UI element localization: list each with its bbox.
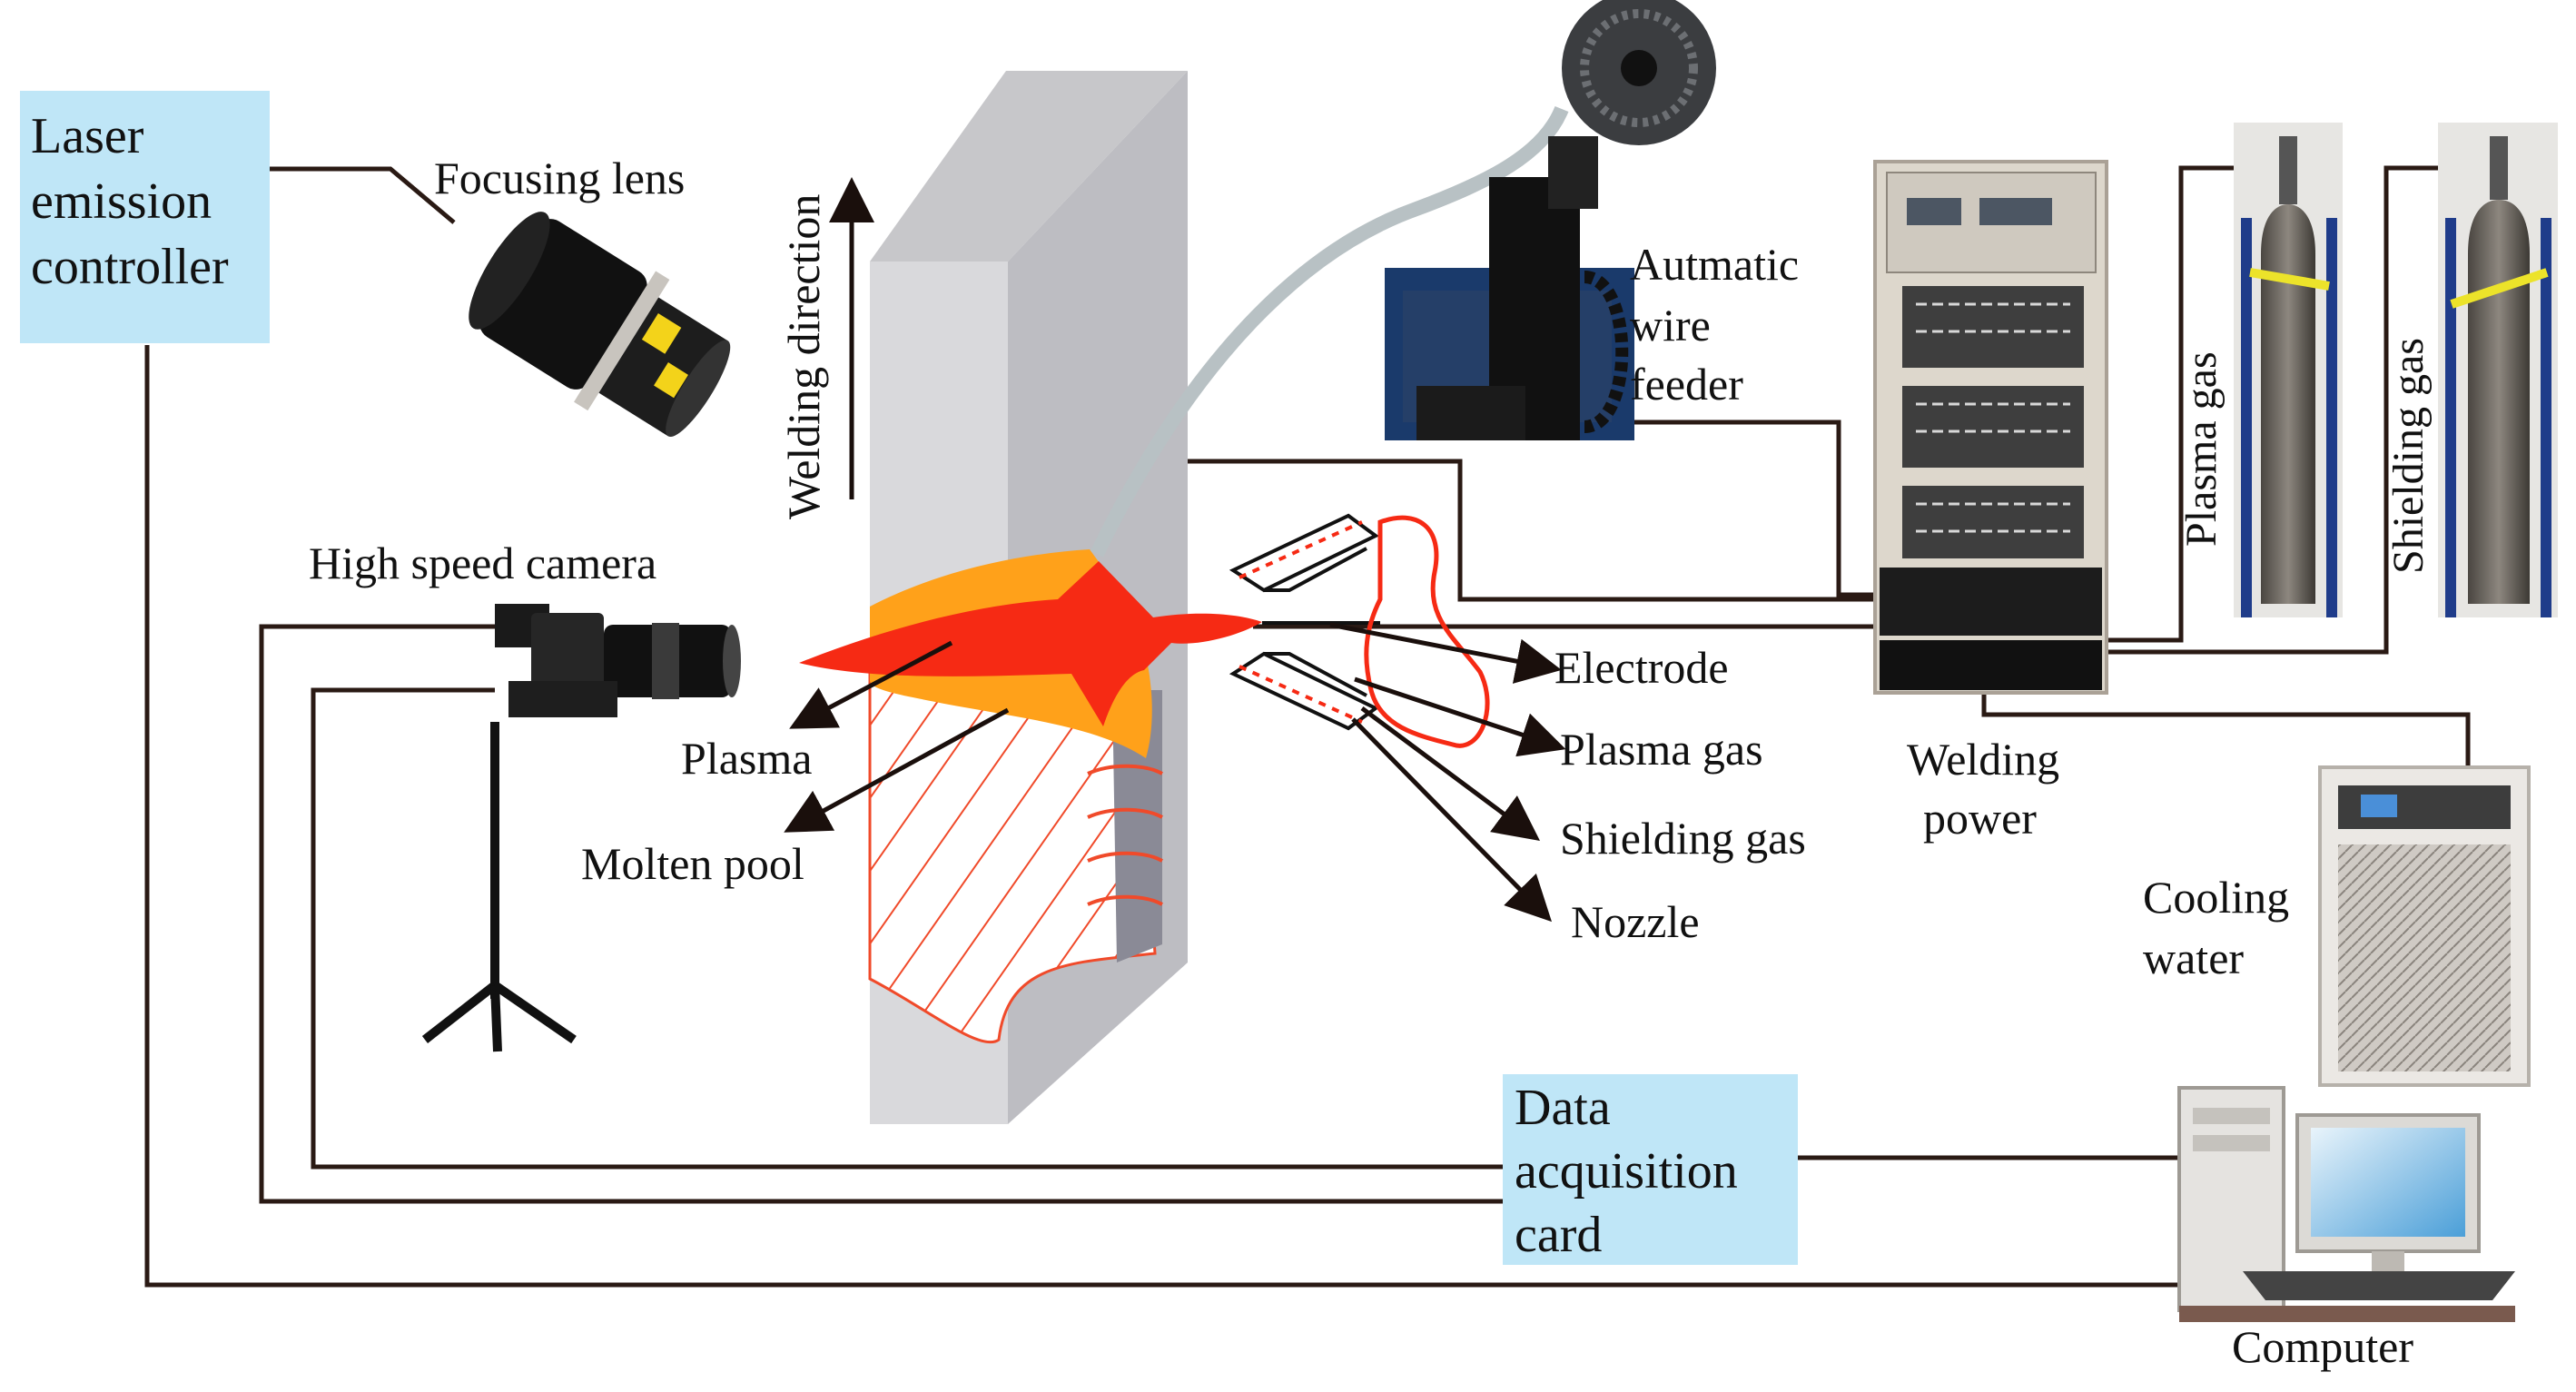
plasma-gas-label: Plasma gas <box>1560 724 1763 775</box>
svg-text:Cooling water: Cooling water <box>2143 872 2301 983</box>
plasma-gas-cylinder-label: Plasma gas <box>2177 351 2226 547</box>
laser-controller-line3: controller <box>31 239 229 295</box>
feeder-machine-icon <box>1385 136 1634 440</box>
nozzle-lower-wall <box>1229 651 1379 731</box>
computer: Computer <box>2177 1086 2515 1372</box>
torch-nozzle: Electrode Plasma gas Shielding gas Nozzl… <box>1229 513 1806 947</box>
shielding-gas-cylinder-label: Shielding gas <box>2384 338 2433 574</box>
electrode-label: Electrode <box>1554 642 1729 693</box>
svg-text:Laser emission con: Laser emission controller <box>31 108 229 295</box>
data-acquisition-line3: card <box>1515 1207 1602 1263</box>
lens-icon <box>469 212 731 438</box>
tripod-icon <box>421 722 577 1052</box>
cylinder-icon <box>2261 204 2315 604</box>
wire-laser-lens <box>268 166 456 224</box>
cooling-water-line1: Cooling <box>2143 872 2289 923</box>
laser-controller: Laser emission controller <box>20 91 270 343</box>
camera-icon <box>495 604 741 717</box>
data-acquisition-card: Data acquisition card <box>1503 1074 1798 1265</box>
focusing-lens-label: Focusing lens <box>434 153 685 203</box>
svg-text:Data acquisition c: Data acquisition card <box>1515 1080 1751 1263</box>
nozzle-upper-wall <box>1229 513 1379 593</box>
molten-pool-label: Molten pool <box>581 838 804 889</box>
data-acquisition-line2: acquisition <box>1515 1143 1738 1199</box>
wire-camera-daq-outer <box>259 624 1507 1204</box>
computer-label: Computer <box>2232 1321 2413 1372</box>
welding-direction: Welding direction <box>778 177 874 519</box>
data-acquisition-line1: Data <box>1515 1080 1611 1136</box>
welding-direction-label: Welding direction <box>778 194 829 519</box>
wire-power-cooling <box>1981 690 2471 767</box>
welding-power-line1: Welding <box>1907 734 2059 785</box>
wire-feeder-line1: Autmatic <box>1630 239 1799 290</box>
nozzle-outline <box>1364 515 1490 748</box>
laser-controller-line2: emission <box>31 173 212 230</box>
data-acquisition-box <box>1503 1074 1798 1265</box>
laser-controller-box <box>20 91 270 343</box>
shielding-gas-cylinder: Shielding gas <box>2384 123 2558 617</box>
nozzle-label: Nozzle <box>1571 896 1700 947</box>
cylinder-icon <box>2468 200 2530 604</box>
wire-power-plasma-cylinder <box>2107 165 2234 643</box>
feed-wire-tube <box>1090 105 1569 558</box>
svg-text:Welding power: Welding power <box>1907 734 2071 844</box>
laser-controller-line1: Laser <box>31 108 144 164</box>
high-speed-camera: High speed camera <box>309 538 741 1052</box>
cooling-water: Cooling water <box>2143 765 2531 1087</box>
plasma-label: Plasma <box>681 733 812 784</box>
flame-labels: Plasma Molten pool <box>581 640 1010 889</box>
connection-wires <box>144 165 2471 1288</box>
welding-power: Welding power <box>1873 160 2108 844</box>
svg-text:Autmatic wire feed: Autmatic wire feeder <box>1630 239 1811 410</box>
wire-camera-daq-inner <box>311 687 1507 1170</box>
wire-feeder-power <box>1625 420 1875 597</box>
wire-feeder-line3: feeder <box>1630 359 1743 410</box>
wire-workpiece-power <box>1188 459 1875 602</box>
plasma-flame <box>799 561 1262 726</box>
workpiece-top <box>870 71 1188 262</box>
focusing-lens: Focusing lens <box>434 153 731 438</box>
shielding-gas-label: Shielding gas <box>1560 813 1806 864</box>
high-speed-camera-label: High speed camera <box>309 538 656 588</box>
plasma-gas-cylinder: Plasma gas <box>2177 123 2343 617</box>
wire-power-shielding-cylinder <box>2107 165 2438 655</box>
weld-seam <box>1112 690 1162 963</box>
wire-laser-computer <box>144 345 2179 1288</box>
cooling-water-line2: water <box>2143 933 2244 983</box>
wire-spool-icon <box>1562 0 1716 145</box>
workpiece <box>799 71 1262 1124</box>
computer-icon <box>2177 1086 2515 1322</box>
wire-feeder: Autmatic wire feeder <box>1090 0 1811 558</box>
welding-power-line2: power <box>1923 793 2037 844</box>
wire-feeder-line2: wire <box>1630 300 1711 350</box>
